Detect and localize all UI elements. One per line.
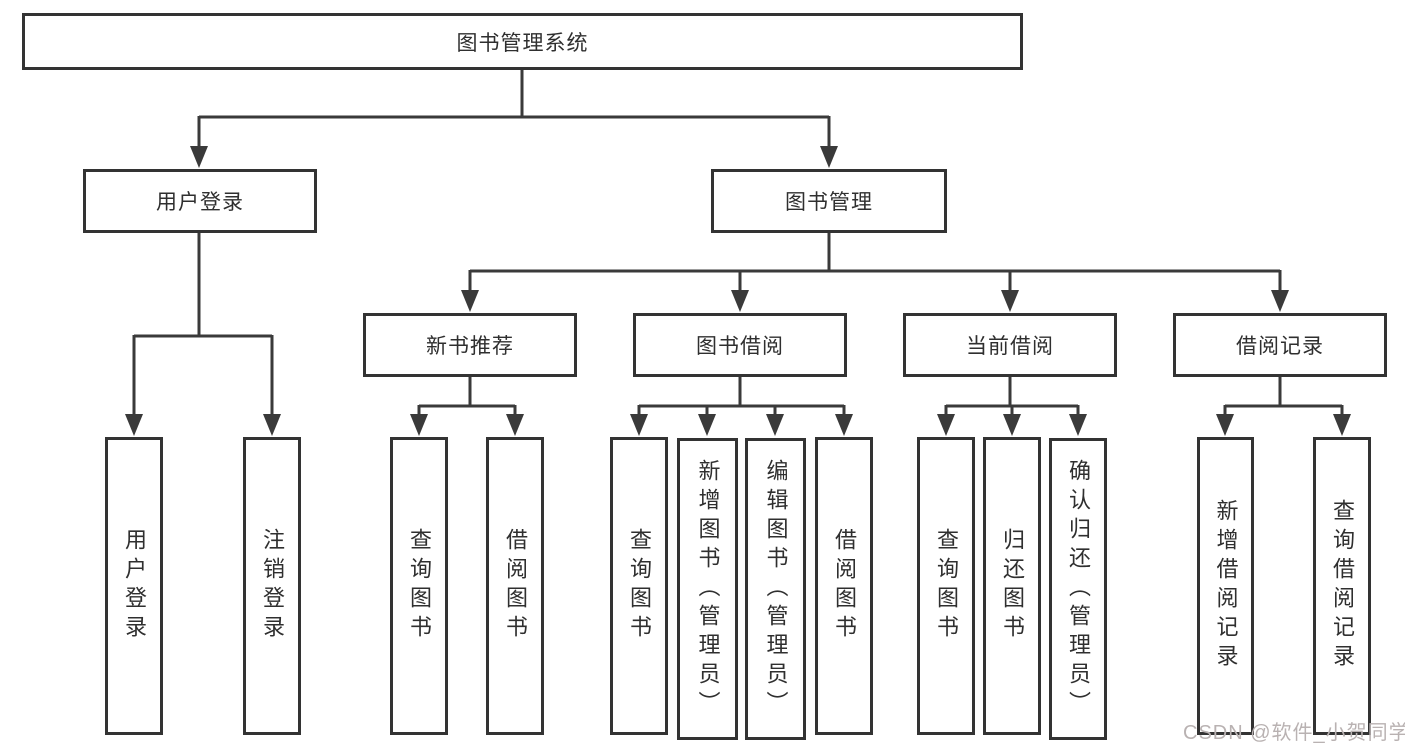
leaf-bb-query-books-label: 查询图书 — [627, 528, 652, 644]
leaf-logout: 注销登录 — [243, 437, 301, 735]
leaf-bb-edit-books: 编辑图书（管理员） — [745, 438, 806, 740]
leaf-nb-borrow-books-label: 借阅图书 — [503, 528, 528, 644]
node-borrow-records-label: 借阅记录 — [1236, 335, 1324, 358]
node-user-login: 用户登录 — [83, 169, 317, 233]
node-new-book-recommend: 新书推荐 — [363, 313, 577, 377]
node-current-borrow: 当前借阅 — [903, 313, 1117, 377]
leaf-bb-query-books: 查询图书 — [610, 437, 668, 735]
leaf-br-add-record-label: 新增借阅记录 — [1213, 499, 1239, 673]
node-book-borrow: 图书借阅 — [633, 313, 847, 377]
leaf-user-login-label: 用户登录 — [122, 528, 147, 644]
leaf-bb-add-books-label: 新增图书（管理员） — [695, 458, 721, 720]
node-book-borrow-label: 图书借阅 — [696, 335, 784, 358]
leaf-cb-confirm-return-label: 确认归还（管理员） — [1066, 458, 1091, 720]
node-user-login-label: 用户登录 — [156, 191, 244, 214]
leaf-br-query-record-label: 查询借阅记录 — [1330, 499, 1355, 673]
node-root-label: 图书管理系统 — [456, 31, 589, 55]
leaf-nb-query-books: 查询图书 — [390, 437, 448, 735]
leaf-bb-edit-books-label: 编辑图书（管理员） — [763, 458, 789, 720]
node-current-borrow-label: 当前借阅 — [966, 335, 1054, 358]
leaf-cb-return-books: 归还图书 — [983, 437, 1041, 735]
leaf-bb-borrow-books-label: 借阅图书 — [832, 528, 857, 644]
leaf-bb-borrow-books: 借阅图书 — [815, 437, 873, 735]
leaf-cb-confirm-return: 确认归还（管理员） — [1049, 438, 1107, 740]
leaf-cb-query-books-label: 查询图书 — [934, 528, 959, 644]
leaf-nb-query-books-label: 查询图书 — [407, 528, 432, 644]
leaf-bb-add-books: 新增图书（管理员） — [677, 438, 738, 740]
leaf-cb-return-books-label: 归还图书 — [1000, 528, 1025, 644]
leaf-br-query-record: 查询借阅记录 — [1313, 437, 1371, 735]
node-root: 图书管理系统 — [22, 13, 1023, 70]
watermark: CSDN @软件_小贺同学 — [1183, 722, 1405, 744]
leaf-cb-query-books: 查询图书 — [917, 437, 975, 735]
node-book-management-label: 图书管理 — [785, 191, 873, 214]
leaf-nb-borrow-books: 借阅图书 — [486, 437, 544, 735]
node-borrow-records: 借阅记录 — [1173, 313, 1387, 377]
arrowhead-icons — [125, 146, 1351, 436]
leaf-logout-label: 注销登录 — [260, 528, 285, 644]
leaf-user-login: 用户登录 — [105, 437, 163, 735]
node-new-book-recommend-label: 新书推荐 — [426, 335, 514, 358]
node-book-management: 图书管理 — [711, 169, 947, 233]
leaf-br-add-record: 新增借阅记录 — [1197, 437, 1254, 735]
